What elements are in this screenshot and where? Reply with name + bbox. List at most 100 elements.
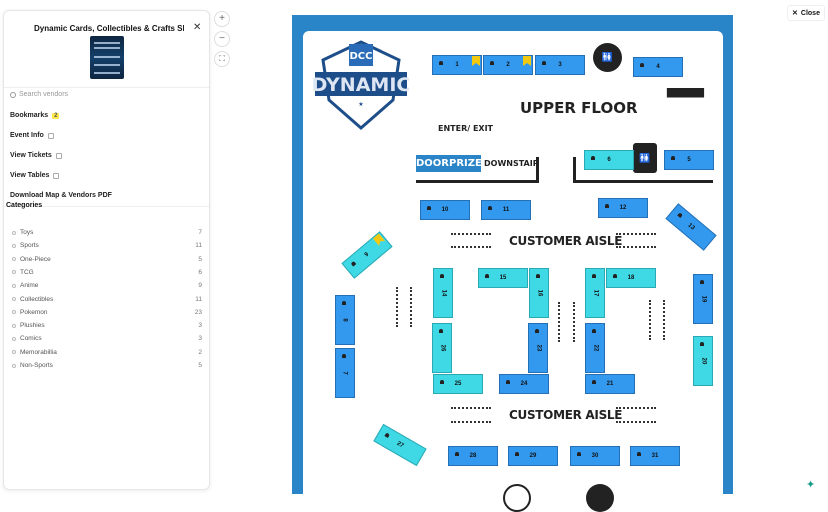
download-pdf-link[interactable]: Download Map & Vendors PDF bbox=[10, 192, 112, 199]
booth-26[interactable]: 26 bbox=[432, 323, 452, 373]
booth-5[interactable]: 5 bbox=[664, 150, 714, 170]
booth-25[interactable]: 25 bbox=[433, 374, 483, 394]
category-count: 3 bbox=[198, 335, 202, 343]
aisle-arrow bbox=[410, 287, 412, 327]
category-name: Memorabillia bbox=[20, 348, 57, 356]
booth-number: 14 bbox=[440, 289, 446, 297]
booth-23[interactable]: 23 bbox=[528, 323, 548, 373]
booth-31[interactable]: 31 bbox=[630, 446, 680, 466]
booth-2[interactable]: 2 bbox=[483, 55, 533, 75]
wall bbox=[536, 157, 539, 183]
aisle-arrow bbox=[451, 407, 491, 409]
upper-floor-label: UPPER FLOOR bbox=[520, 99, 638, 117]
booth-28[interactable]: 28 bbox=[448, 446, 498, 466]
event-info-label: Event Info bbox=[10, 132, 44, 139]
radio-icon bbox=[12, 283, 16, 288]
category-name: Collectibles bbox=[20, 295, 54, 303]
booth-number: 4 bbox=[656, 64, 660, 70]
booth-number: 9 bbox=[363, 251, 371, 259]
category-name: TCG bbox=[20, 268, 34, 276]
booth-19[interactable]: 19 bbox=[693, 274, 713, 324]
radio-icon bbox=[12, 270, 16, 275]
booth-21[interactable]: 21 bbox=[585, 374, 635, 394]
wall bbox=[573, 157, 576, 183]
close-panel-icon[interactable]: ✕ bbox=[193, 22, 202, 33]
booth-number: 26 bbox=[439, 344, 445, 352]
fit-screen-button[interactable]: ⛶ bbox=[214, 51, 230, 67]
booth-16[interactable]: 16 bbox=[529, 268, 549, 318]
categories-title: Categories bbox=[6, 202, 43, 209]
dcc-logo: DCC DYNAMIC ★ bbox=[313, 40, 409, 130]
booth-number: 21 bbox=[606, 381, 614, 387]
booth-10[interactable]: 10 bbox=[420, 200, 470, 220]
search-input[interactable]: Search vendors bbox=[10, 91, 68, 98]
booth-number: 3 bbox=[558, 62, 562, 68]
booth-number: 29 bbox=[529, 453, 537, 459]
divider bbox=[4, 206, 209, 207]
radio-icon bbox=[12, 350, 16, 355]
booth-1[interactable]: 1 bbox=[432, 55, 482, 75]
booth-number: 17 bbox=[592, 289, 598, 297]
booth-number: 10 bbox=[441, 207, 449, 213]
event-info-link[interactable]: Event Info bbox=[10, 132, 54, 139]
aisle-arrow bbox=[451, 233, 491, 235]
aisle-arrow bbox=[616, 407, 656, 409]
booth-number: 5 bbox=[687, 157, 691, 163]
icon-bottom bbox=[586, 484, 614, 512]
restroom-icon: 🚻 bbox=[633, 143, 657, 173]
booth-6[interactable]: 6 bbox=[584, 150, 634, 170]
category-count: 7 bbox=[198, 229, 202, 236]
zoom-in-button[interactable]: + bbox=[214, 11, 230, 27]
booth-number: 13 bbox=[686, 222, 696, 232]
assistant-icon[interactable]: ✦ bbox=[806, 479, 816, 491]
radio-icon bbox=[12, 336, 16, 341]
booth-4[interactable]: 4 bbox=[633, 57, 683, 77]
category-name: Non-Sports bbox=[20, 362, 53, 369]
view-tickets-link[interactable]: View Tickets bbox=[10, 152, 62, 159]
booth-3[interactable]: 3 bbox=[535, 55, 585, 75]
category-count: 6 bbox=[198, 268, 202, 276]
category-count: 23 bbox=[194, 308, 202, 316]
close-button[interactable]: ✕Close bbox=[787, 5, 825, 21]
booth-number: 18 bbox=[627, 275, 635, 281]
booth-number: 19 bbox=[700, 295, 706, 303]
category-item[interactable]: TCG 6 bbox=[12, 269, 202, 276]
bookmark-icon bbox=[523, 56, 531, 66]
booth-15[interactable]: 15 bbox=[478, 268, 528, 288]
radio-icon bbox=[12, 297, 16, 301]
booth-29[interactable]: 29 bbox=[508, 446, 558, 466]
booth-24[interactable]: 24 bbox=[499, 374, 549, 394]
zoom-out-button[interactable]: − bbox=[214, 31, 230, 47]
aisle-arrow bbox=[616, 233, 656, 235]
booth-20[interactable]: 20 bbox=[693, 336, 713, 386]
booth-8[interactable]: 8 bbox=[335, 295, 355, 345]
category-name: Plushies bbox=[20, 322, 45, 330]
booth-30[interactable]: 30 bbox=[570, 446, 620, 466]
booth-11[interactable]: 11 bbox=[481, 200, 531, 220]
radio-icon bbox=[12, 323, 16, 328]
booth-22[interactable]: 22 bbox=[585, 323, 605, 373]
view-tables-link[interactable]: View Tables bbox=[10, 172, 60, 179]
booth-7[interactable]: 7 bbox=[335, 348, 355, 398]
aisle-arrow bbox=[396, 287, 398, 327]
booth-number: 8 bbox=[342, 318, 348, 322]
booth-18[interactable]: 18 bbox=[606, 268, 656, 288]
booth-14[interactable]: 14 bbox=[433, 268, 453, 318]
booth-17[interactable]: 17 bbox=[585, 268, 605, 318]
customer-aisle-label: CUSTOMER AISLE bbox=[509, 234, 623, 248]
booth-number: 24 bbox=[520, 381, 528, 387]
vendor-panel: Dynamic Cards, Collectibles & Crafts Sh.… bbox=[3, 10, 210, 490]
bookmarks-count-badge: 2 bbox=[52, 112, 60, 119]
booth-12[interactable]: 12 bbox=[598, 198, 648, 218]
